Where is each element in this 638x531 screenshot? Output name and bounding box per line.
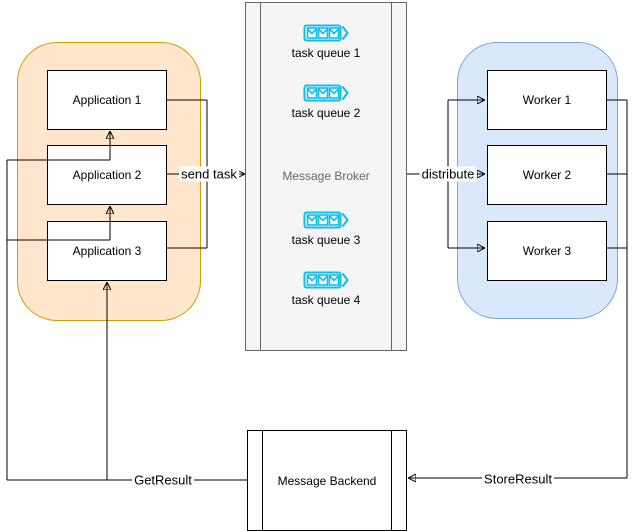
task-queue-4: task queue 4 — [246, 271, 406, 307]
task-queue-1-label: task queue 1 — [291, 46, 361, 60]
message-broker-title: Message Broker — [282, 169, 370, 183]
store-result-edge-label: StoreResult — [482, 471, 554, 487]
message-queue-icon — [303, 84, 349, 102]
task-queue-1: task queue 1 — [246, 24, 406, 60]
message-queue-icon — [303, 24, 349, 42]
task-queue-2-label: task queue 2 — [291, 106, 361, 120]
message-queue-icon — [303, 271, 349, 289]
worker-3-node: Worker 3 — [487, 221, 607, 281]
process-bar-right — [391, 3, 392, 350]
get-result-edge-label: GetResult — [132, 472, 194, 488]
send-task-edge-label: send task — [179, 166, 239, 182]
application-1-node: Application 1 — [47, 70, 167, 130]
worker-2-node: Worker 2 — [487, 145, 607, 205]
task-queue-3-label: task queue 3 — [291, 233, 361, 247]
worker-1-node: Worker 1 — [487, 70, 607, 130]
distribute-edge-label: distribute — [419, 166, 477, 182]
message-backend-label: Message Backend — [277, 473, 377, 488]
task-queue-4-label: task queue 4 — [291, 293, 361, 307]
process-bar-right — [391, 431, 392, 530]
message-broker-node: task queue 1 task queue 2 Message Broker… — [245, 2, 407, 351]
application-3-node: Application 3 — [47, 221, 167, 281]
task-queue-3: task queue 3 — [246, 211, 406, 247]
process-bar-left — [262, 431, 263, 530]
application-2-node: Application 2 — [47, 145, 167, 205]
process-bar-left — [260, 3, 261, 350]
task-queue-2: task queue 2 — [246, 84, 406, 120]
message-backend-node: Message Backend — [247, 430, 407, 531]
message-queue-icon — [303, 211, 349, 229]
